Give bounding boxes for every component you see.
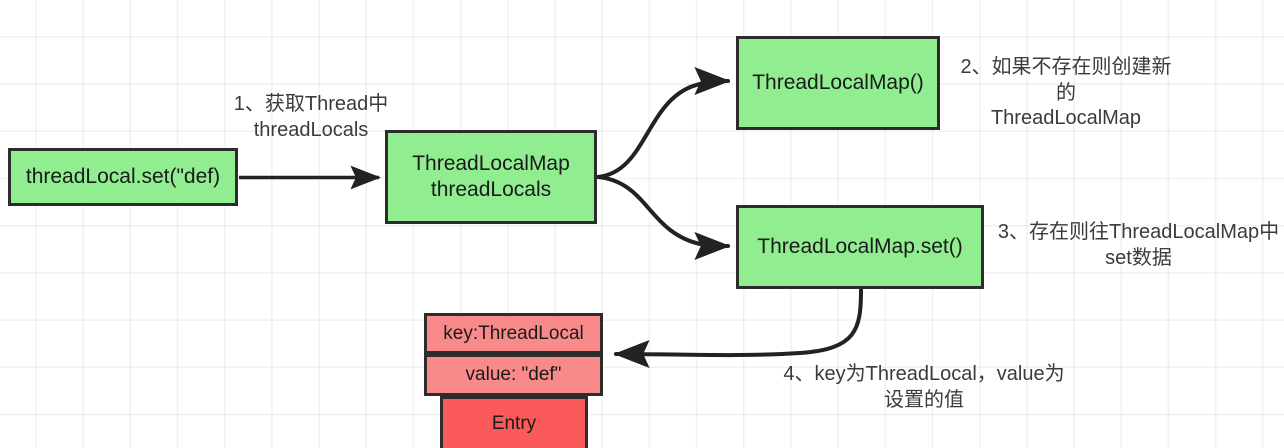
- node-threadlocalmap-threadlocals[interactable]: ThreadLocalMap threadLocals: [385, 130, 597, 224]
- edge-threadlocals-to-ctor: [596, 66, 731, 179]
- edge-threadlocals-to-set: [596, 175, 731, 261]
- annotation-step-2: 2、如果不存在则创建新的 ThreadLocalMap: [960, 56, 1172, 130]
- annotation-step-3: 3、存在则往ThreadLocalMap中 set数据: [997, 221, 1280, 269]
- node-entry[interactable]: Entry: [440, 396, 588, 448]
- annotation-step-4: 4、key为ThreadLocal，value为 设置的值: [783, 363, 1065, 411]
- node-threadlocal-set-call[interactable]: threadLocal.set("def): [8, 148, 238, 206]
- edge-set-to-entry: [613, 288, 863, 369]
- node-threadlocalmap-set[interactable]: ThreadLocalMap.set(): [736, 205, 984, 289]
- node-threadlocalmap-constructor[interactable]: ThreadLocalMap(): [736, 36, 940, 130]
- node-entry-key-row[interactable]: key:ThreadLocal: [424, 313, 603, 354]
- node-entry-value-row[interactable]: value: "def": [424, 354, 603, 396]
- annotation-step-1: 1、获取Thread中 threadLocals: [233, 93, 389, 141]
